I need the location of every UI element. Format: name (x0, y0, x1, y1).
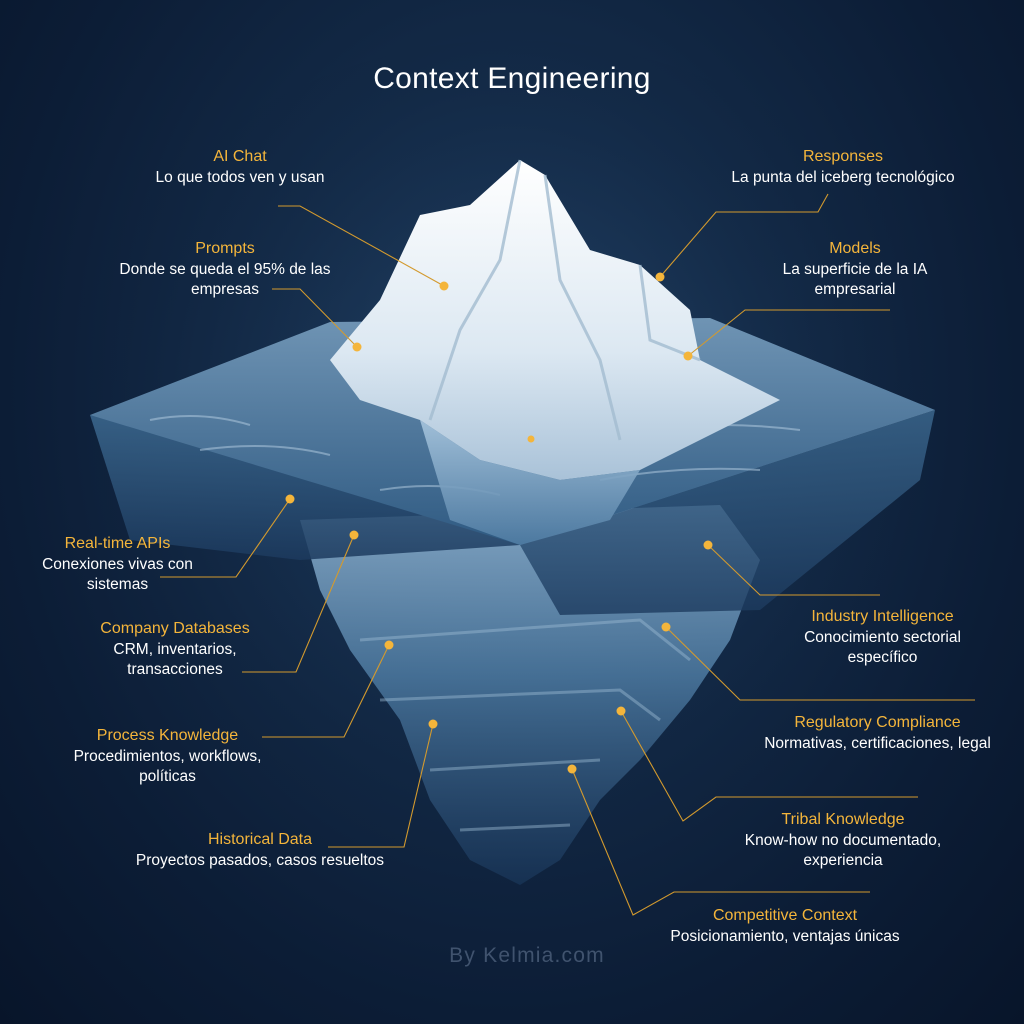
label-real-time-apis: Real-time APIs Conexiones vivas con sist… (20, 534, 215, 595)
leader-ai-chat (278, 205, 445, 287)
leader-prompts (272, 288, 358, 348)
label-company-databases: Company Databases CRM, inventarios, tran… (85, 619, 265, 680)
marker-prompts (352, 342, 362, 352)
label-models: Models La superficie de la IA empresaria… (755, 239, 955, 300)
label-prompts: Prompts Donde se queda el 95% de las emp… (100, 239, 350, 300)
label-company-databases-head: Company Databases (100, 620, 250, 637)
label-competitive-context: Competitive Context Posicionamiento, ven… (640, 906, 930, 947)
marker-tribal (616, 706, 626, 716)
marker-regulatory (661, 622, 671, 632)
marker-industry (703, 540, 713, 550)
label-responses: Responses La punta del iceberg tecnológi… (698, 147, 988, 188)
label-prompts-head: Prompts (195, 240, 255, 257)
label-industry-intelligence-head: Industry Intelligence (811, 608, 954, 625)
leader-regulatory (665, 626, 975, 701)
leader-responses (659, 193, 829, 278)
label-responses-desc: La punta del iceberg tecnológico (731, 169, 955, 186)
marker-ai-chat (439, 281, 449, 291)
label-process-knowledge: Process Knowledge Procedimientos, workfl… (50, 726, 285, 787)
leader-tribal (620, 710, 918, 822)
marker-historical (428, 719, 438, 729)
label-historical-data: Historical Data Proyectos pasados, casos… (110, 830, 410, 871)
marker-company-db (349, 530, 359, 540)
label-historical-data-desc: Proyectos pasados, casos resueltos (135, 852, 385, 869)
marker-models (683, 351, 693, 361)
label-industry-intelligence-desc: Conocimiento sectorial específico (804, 629, 961, 666)
leader-company-db (242, 534, 355, 673)
leader-real-time-apis (160, 498, 291, 578)
label-regulatory-compliance: Regulatory Compliance Normativas, certif… (760, 713, 995, 754)
label-process-knowledge-head: Process Knowledge (96, 727, 239, 744)
page-title: Context Engineering (373, 62, 651, 95)
footer-credit: By Kelmia.com (449, 944, 605, 967)
leader-industry (707, 544, 880, 596)
label-real-time-apis-desc: Conexiones vivas con sistemas (42, 556, 193, 593)
leader-lines (160, 193, 975, 916)
label-prompts-desc: Donde se queda el 95% de las empresas (119, 261, 331, 298)
water-slab-side (90, 415, 520, 560)
iceberg-tip (330, 160, 780, 480)
water-ripples (149, 415, 801, 496)
label-real-time-apis-head: Real-time APIs (64, 535, 171, 552)
marker-responses (655, 272, 665, 282)
leader-models (687, 309, 890, 357)
marker-real-time-apis (285, 494, 295, 504)
submerged-ledges (359, 618, 691, 832)
label-tribal-knowledge-desc: Know-how no documentado, experiencia (744, 832, 942, 869)
label-tribal-knowledge-head: Tribal Knowledge (781, 811, 905, 828)
leader-historical (328, 723, 434, 848)
leader-competitive (571, 768, 870, 916)
marker-competitive (567, 764, 577, 774)
label-process-knowledge-desc: Procedimientos, workflows, políticas (73, 748, 262, 785)
label-industry-intelligence: Industry Intelligence Conocimiento secto… (775, 607, 990, 668)
iceberg-shading (428, 159, 701, 441)
label-historical-data-head: Historical Data (207, 831, 313, 848)
label-models-head: Models (829, 240, 881, 257)
iceberg-front-face (420, 420, 640, 545)
marker-dots (285, 272, 713, 774)
label-ai-chat: AI Chat Lo que todos ven y usan (120, 147, 360, 188)
label-tribal-knowledge: Tribal Knowledge Know-how no documentado… (718, 810, 968, 871)
marker-process (384, 640, 394, 650)
label-models-desc: La superficie de la IA empresarial (782, 261, 928, 298)
marker-surface-center (527, 435, 535, 443)
label-competitive-context-head: Competitive Context (712, 907, 858, 924)
label-ai-chat-desc: Lo que todos ven y usan (155, 169, 325, 186)
label-competitive-context-desc: Posicionamiento, ventajas únicas (670, 928, 900, 945)
water-slab-side-right (520, 410, 935, 615)
leader-process (262, 644, 390, 738)
label-responses-head: Responses (802, 148, 884, 165)
label-regulatory-compliance-desc: Normativas, certificaciones, legal (764, 735, 991, 752)
label-company-databases-desc: CRM, inventarios, transacciones (113, 641, 237, 678)
label-regulatory-compliance-head: Regulatory Compliance (794, 714, 961, 731)
label-ai-chat-head: AI Chat (213, 148, 267, 165)
